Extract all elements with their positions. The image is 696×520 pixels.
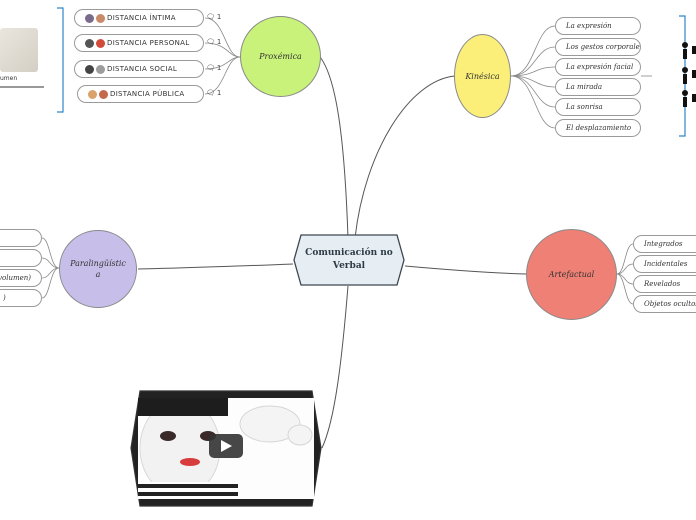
video-thumbnail[interactable]: [130, 390, 322, 507]
people-icon: [85, 13, 94, 23]
person-icon: [85, 64, 94, 74]
artefactual-node[interactable]: Artefactual: [526, 229, 617, 320]
kinesica-node[interactable]: Kinésica: [454, 34, 511, 118]
kinesica-item[interactable]: La expresión facial: [555, 58, 641, 76]
person-icon: [99, 89, 108, 99]
play-icon: [221, 440, 232, 452]
comment-count[interactable]: 🗨1: [206, 89, 222, 97]
artefactual-item[interactable]: Revelados: [633, 275, 696, 293]
comment-count[interactable]: 🗨1: [206, 38, 222, 46]
comment-icon: 🗨: [206, 64, 215, 72]
item-label: DISTANCIA PÚBLICA: [110, 90, 185, 98]
kinesica-label: Kinésica: [465, 71, 500, 81]
person-icon: [85, 38, 94, 48]
paralinguistica-item[interactable]: [0, 249, 42, 267]
item-label: DISTANCIA ÍNTIMA: [107, 14, 176, 22]
paralinguistica-node[interactable]: Paralingüística: [59, 230, 137, 308]
comment-icon: 🗨: [206, 89, 215, 97]
proxemica-node[interactable]: Proxémica: [240, 16, 321, 97]
proxemica-item-intima[interactable]: DISTANCIA ÍNTIMA: [74, 9, 204, 27]
proxemica-item-personal[interactable]: DISTANCIA PERSONAL: [74, 34, 204, 52]
comment-icon: 🗨: [206, 38, 215, 46]
comment-count[interactable]: 🗨1: [206, 64, 222, 72]
paralinguistica-item[interactable]: volumen): [0, 269, 42, 287]
kinesica-item[interactable]: La expresión: [555, 17, 641, 35]
item-label: DISTANCIA SOCIAL: [107, 65, 178, 73]
video-frame: [130, 390, 322, 507]
central-hexagon-shape: [293, 234, 405, 286]
proxemica-item-publica[interactable]: DISTANCIA PÚBLICA: [77, 85, 204, 103]
comment-icon: 🗨: [206, 13, 215, 21]
paralinguistica-label: Paralingüística: [70, 259, 126, 279]
people-icon: [96, 13, 105, 23]
kinesica-item[interactable]: El desplazamiento: [555, 119, 641, 137]
item-label: DISTANCIA PERSONAL: [107, 39, 190, 47]
gesture-figures-icon: [679, 40, 696, 110]
kinesica-item[interactable]: La sonrisa: [555, 98, 641, 116]
thumbnail-image-topleft[interactable]: [0, 28, 38, 72]
thumbnail-caption: umen: [0, 75, 18, 82]
kinesica-item[interactable]: Los gestos corporales: [555, 38, 641, 56]
person-icon: [88, 89, 97, 99]
central-topic-label: Comunicación no Verbal: [305, 248, 393, 271]
proxemica-item-social[interactable]: DISTANCIA SOCIAL: [74, 60, 204, 78]
proxemica-label: Proxémica: [259, 52, 302, 61]
kinesica-item[interactable]: La mirada: [555, 78, 641, 96]
person-icon: [96, 64, 105, 74]
artefactual-item[interactable]: Integrados: [633, 235, 696, 253]
comment-count[interactable]: 🗨1: [206, 13, 222, 21]
artefactual-label: Artefactual: [548, 270, 595, 279]
paralinguistica-item[interactable]: [0, 229, 42, 247]
artefactual-item[interactable]: Incidentales: [633, 255, 696, 273]
paralinguistica-item[interactable]: ): [0, 289, 42, 307]
artefactual-item[interactable]: Objetos ocultos: [633, 295, 696, 313]
person-icon: [96, 38, 105, 48]
central-topic[interactable]: Comunicación no Verbal: [293, 234, 405, 286]
